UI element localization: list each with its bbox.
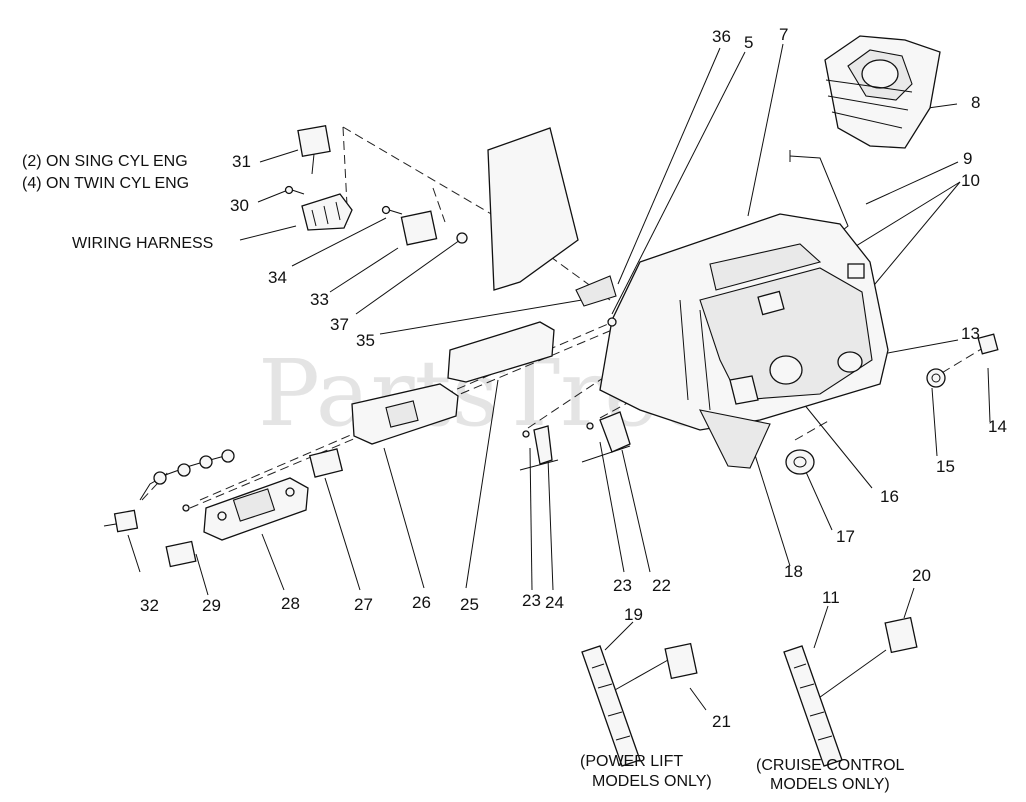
callout-13: 13 [961,324,980,343]
callout-14: 14 [988,417,1007,436]
part-17-grommet [785,449,815,475]
callout-30: 30 [230,196,249,215]
callout-21: 21 [712,712,731,731]
callout-20: 20 [912,566,931,585]
part-19-switch-plate [581,645,641,767]
callout-23b: 23 [613,576,632,595]
part-5-bracket-plate [487,127,617,327]
part-30-screw [284,185,305,195]
callout-15: 15 [936,457,955,476]
callout-19: 19 [624,605,643,624]
callout-26: 26 [412,593,431,612]
callout-34: 34 [268,268,287,287]
callout-35: 35 [356,331,375,350]
part-7-dash-panel [599,213,889,469]
part-25-cover [447,321,555,383]
part-31-relay [297,125,331,175]
part-33-relay [400,210,438,246]
callout-25: 25 [460,595,479,614]
note-twin-cyl: (4) ON TWIN CYL ENG [22,175,189,192]
callout-23a: 23 [522,591,541,610]
callout-24: 24 [545,593,564,612]
part-11-switch-plate [783,645,843,767]
note-power-lift-1: (POWER LIFT [580,753,683,770]
callout-9: 9 [963,149,972,168]
callout-31: 31 [232,152,251,171]
callouts: 36 5 7 8 9 10 31 30 34 33 37 35 13 15 14… [140,25,1007,731]
part-32-plug [103,509,139,533]
part-29-light-harness [139,449,235,512]
part-14-knob [977,333,999,355]
part-15-nut [926,368,946,388]
part-21-switch [664,642,698,680]
callout-5: 5 [744,33,753,52]
note-wiring-harness: WIRING HARNESS [72,235,213,252]
callout-32: 32 [140,596,159,615]
callout-37: 37 [330,315,349,334]
note-cruise-2: MODELS ONLY) [770,776,890,793]
callout-10: 10 [961,171,980,190]
callout-8: 8 [971,93,980,112]
callout-33: 33 [310,290,329,309]
note-sing-cyl: (2) ON SING CYL ENG [22,153,188,170]
callout-27: 27 [354,595,373,614]
callout-28: 28 [281,594,300,613]
callout-36: 36 [712,27,731,46]
callout-7: 7 [779,25,788,44]
part-29-switch [165,540,197,568]
note-cruise-1: (CRUISE CONTROL [756,757,905,774]
callout-22: 22 [652,576,671,595]
callout-18: 18 [784,562,803,581]
callout-17: 17 [836,527,855,546]
part-26-bezel [351,383,459,445]
part-22-linkage [581,411,631,463]
part-28-instrument-panel [203,477,309,541]
part-24-linkage [519,425,559,471]
wiring-harness-connector [301,193,353,231]
part-8-boot [824,35,941,149]
part-34-screw [381,205,403,215]
part-27-switch [308,448,344,478]
part-37-nut [456,232,468,244]
part-20-switch [884,616,918,654]
callout-11: 11 [822,588,840,607]
callout-16: 16 [880,487,899,506]
callout-29: 29 [202,596,221,615]
note-power-lift-2: MODELS ONLY) [592,773,712,790]
